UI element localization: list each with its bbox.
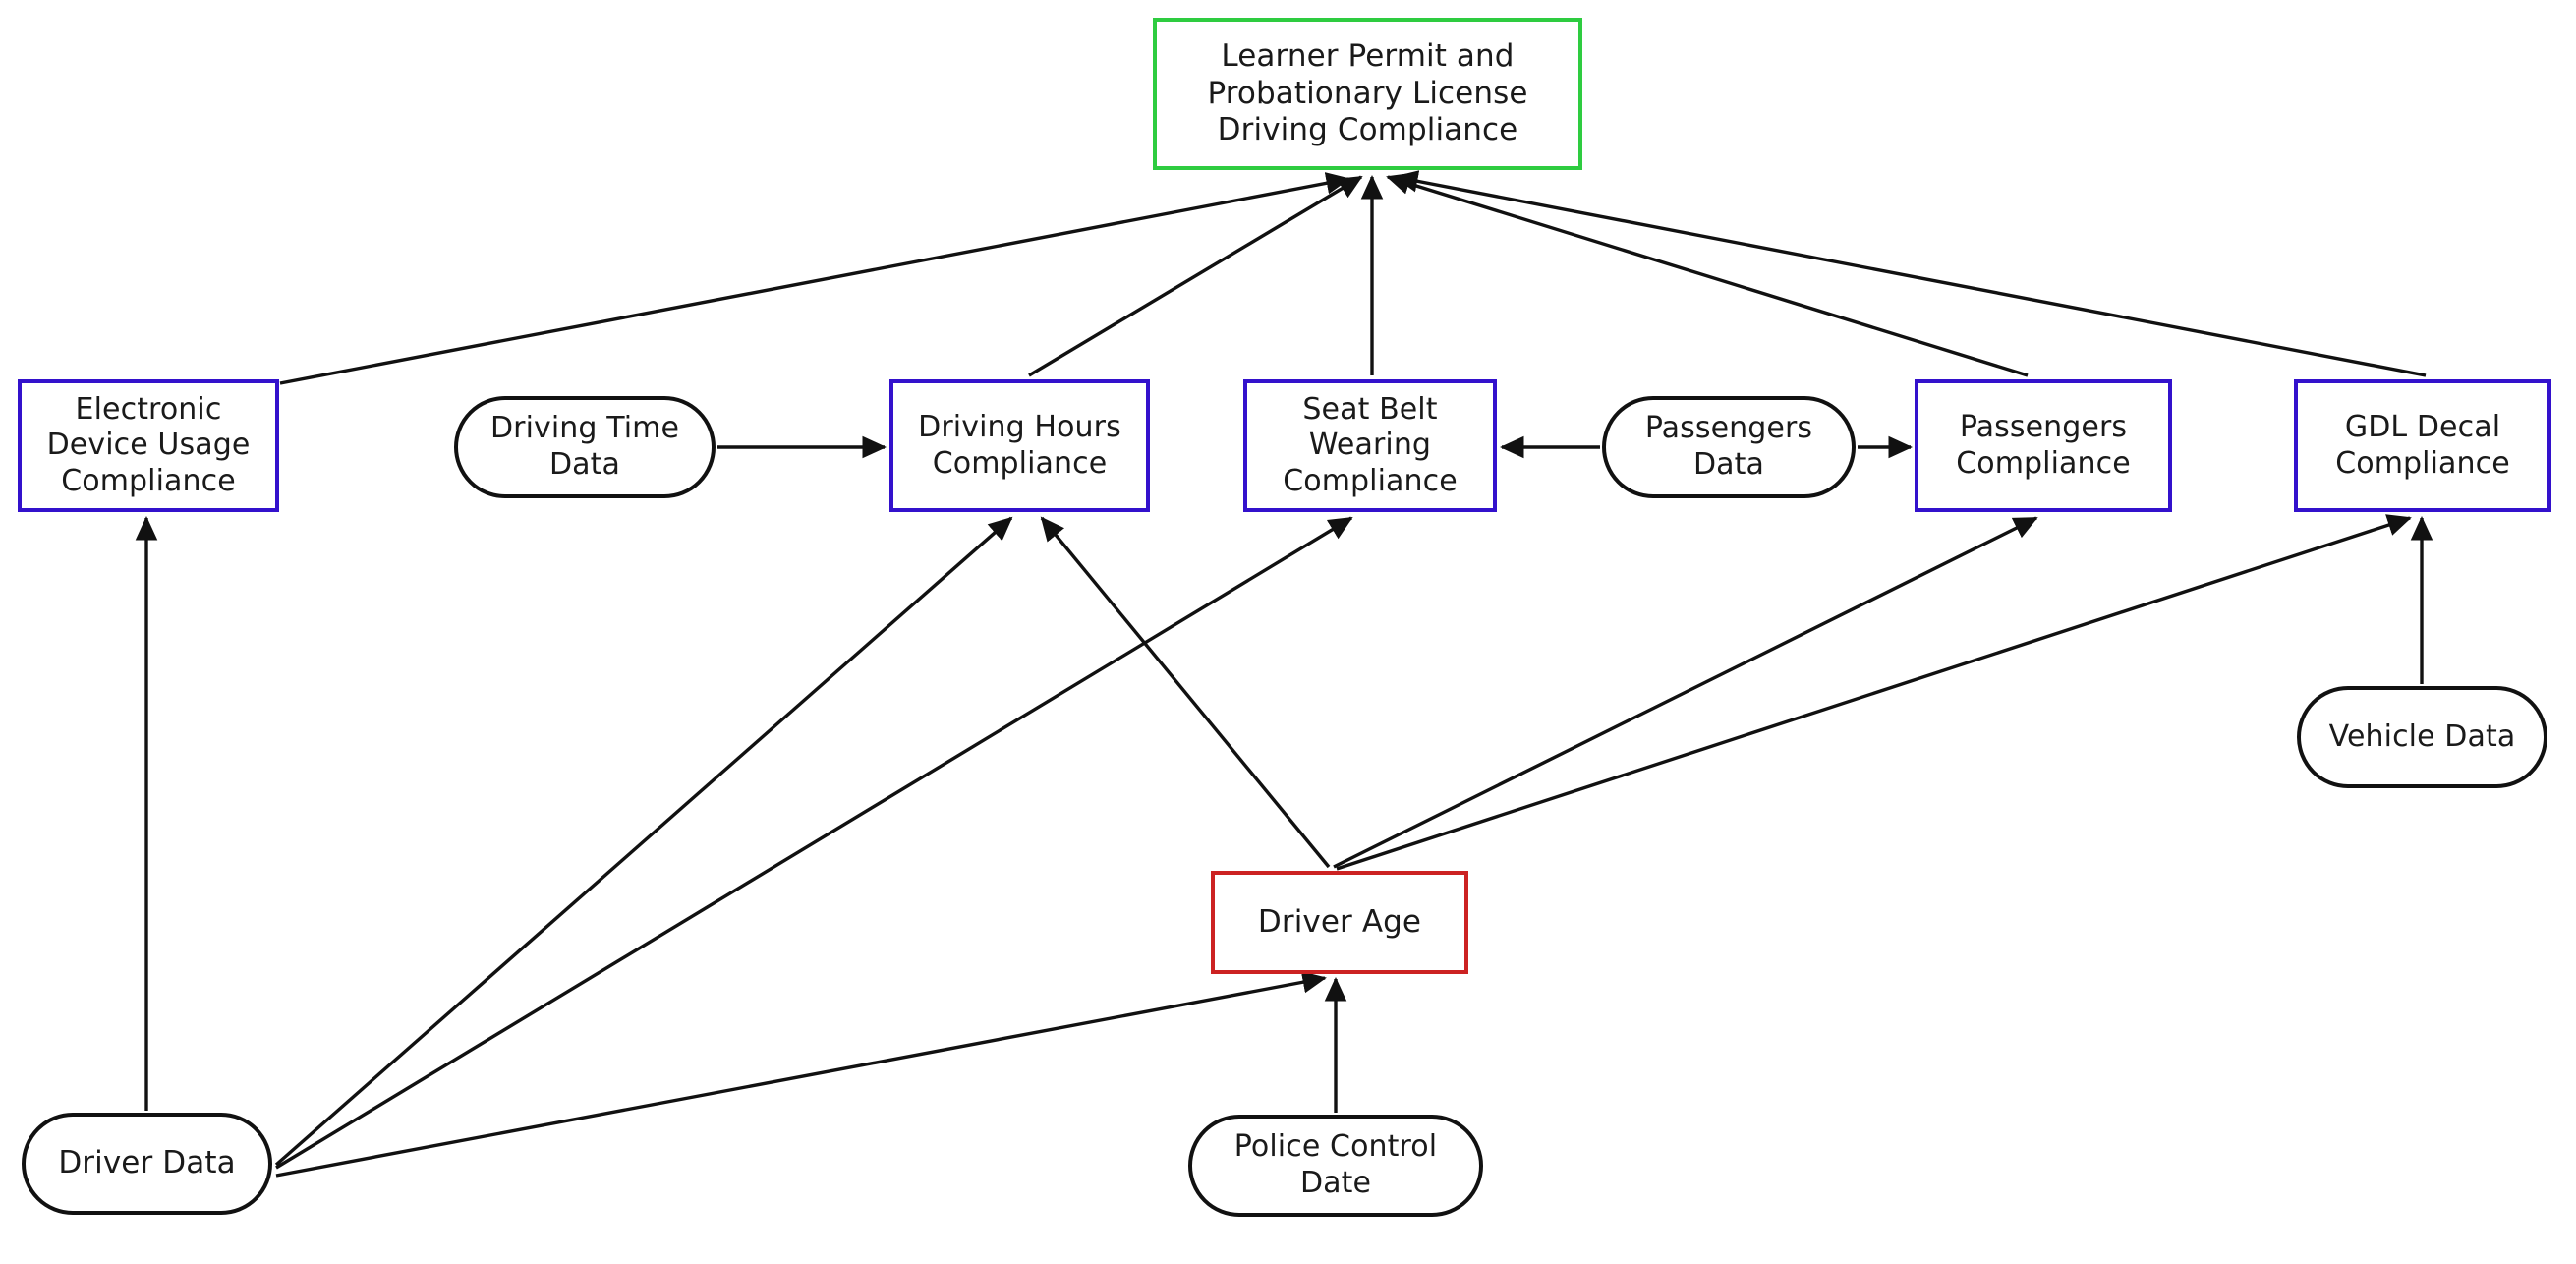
- node-gdl_decal[interactable]: GDL Decal Compliance: [2294, 379, 2551, 512]
- node-label-driver_age: Driver Age: [1257, 903, 1422, 940]
- node-label-driving_time_data: Driving Time Data: [489, 411, 680, 482]
- edge-driver_data-to-driver_age: [275, 971, 1327, 1178]
- node-vehicle_data[interactable]: Vehicle Data: [2297, 686, 2547, 788]
- node-label-electronic_device: Electronic Device Usage Compliance: [46, 391, 251, 498]
- node-driving_hours[interactable]: Driving Hours Compliance: [889, 379, 1150, 512]
- node-seat_belt[interactable]: Seat Belt Wearing Compliance: [1243, 379, 1497, 512]
- node-label-gdl_decal: GDL Decal Compliance: [2335, 409, 2510, 481]
- node-root[interactable]: Learner Permit and Probationary License …: [1153, 18, 1582, 170]
- node-label-root: Learner Permit and Probationary License …: [1207, 37, 1528, 148]
- edge-driver_data-to-seat_belt: [275, 516, 1353, 1170]
- node-driving_time_data[interactable]: Driving Time Data: [454, 396, 716, 498]
- node-label-driver_data: Driver Data: [58, 1145, 236, 1181]
- edge-driving_hours-to-root: [1028, 175, 1363, 377]
- node-passengers_compliance[interactable]: Passengers Compliance: [1915, 379, 2172, 512]
- edge-passengers_compliance-to-root: [1386, 172, 2029, 377]
- node-label-driving_hours: Driving Hours Compliance: [918, 409, 1121, 481]
- edge-driver_data-to-driving_hours: [274, 516, 1013, 1167]
- node-police_control_date[interactable]: Police Control Date: [1188, 1115, 1483, 1217]
- edge-electronic_device-to-root: [279, 172, 1350, 385]
- node-electronic_device[interactable]: Electronic Device Usage Compliance: [18, 379, 279, 512]
- node-label-vehicle_data: Vehicle Data: [2328, 718, 2516, 754]
- edge-driver_age-to-passengers_compliance: [1333, 516, 2038, 869]
- node-label-passengers_compliance: Passengers Compliance: [1956, 409, 2131, 481]
- edges-group: [135, 170, 2433, 1178]
- node-label-passengers_data: Passengers Data: [1644, 411, 1813, 482]
- edge-driver_age-to-gdl_decal: [1336, 514, 2412, 871]
- node-label-seat_belt: Seat Belt Wearing Compliance: [1283, 391, 1458, 498]
- node-passengers_data[interactable]: Passengers Data: [1602, 396, 1856, 498]
- node-driver_age[interactable]: Driver Age: [1211, 871, 1468, 974]
- node-driver_data[interactable]: Driver Data: [22, 1113, 272, 1215]
- node-label-police_control_date: Police Control Date: [1233, 1129, 1438, 1200]
- edge-gdl_decal-to-root: [1394, 170, 2427, 377]
- edge-driver_age-to-driving_hours: [1040, 516, 1331, 869]
